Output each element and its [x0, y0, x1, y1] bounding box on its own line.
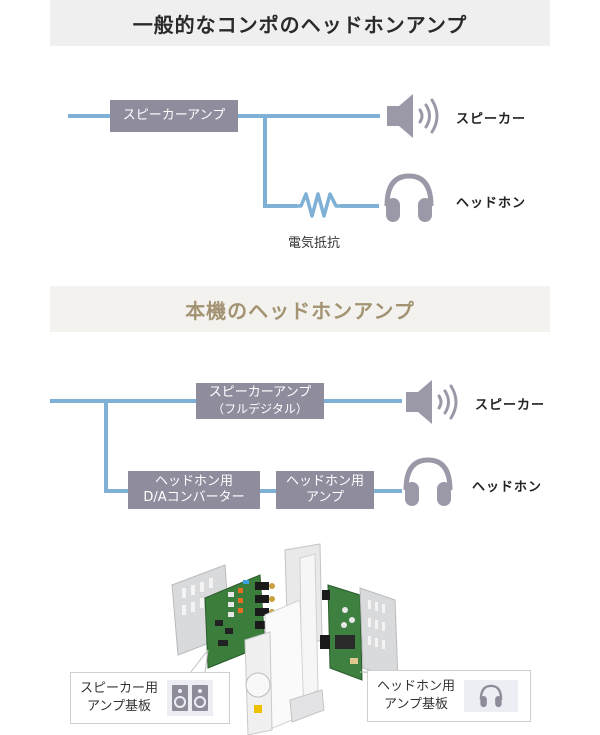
dac-box: ヘッドホン用 D/Aコンバーター [128, 471, 260, 509]
speaker-amp-label: スピーカーアンプ [122, 108, 226, 123]
headphone-board-icon-bg [464, 680, 518, 712]
branch-line-vertical [263, 114, 267, 208]
right-shield-plate [359, 587, 399, 681]
callout-right-line1: ヘッドホン用 [376, 679, 455, 694]
headphone-icon [479, 684, 503, 708]
headphone-board-callout-text: ヘッドホン用 アンプ基板 [368, 678, 464, 714]
bookshelf-speakers-icon [172, 685, 208, 711]
speaker-amp-sublabel: （フルデジタル） [212, 402, 308, 416]
headphone-board-callout: ヘッドホン用 アンプ基板 [367, 670, 531, 722]
section2-title: 本機のヘッドホンアンプ [50, 286, 550, 332]
headphone-label: ヘッドホン [456, 196, 527, 211]
speaker-label: スピーカー [456, 112, 527, 127]
section1-title: 一般的なコンポのヘッドホンアンプ [50, 0, 550, 46]
speaker-board-callout-text: スピーカー用 アンプ基板 [71, 680, 167, 716]
resistor-icon [295, 192, 343, 218]
speaker-board-icon-bg [167, 680, 213, 716]
dac-label-line1: ヘッドホン用 [154, 474, 233, 489]
headphone-amp-board [320, 584, 363, 681]
dac-label-line2: D/Aコンバーター [143, 490, 245, 505]
resistor-label: 電気抵抗 [288, 236, 341, 251]
callout-right-line2: アンプ基板 [383, 697, 449, 712]
branch-line-horizontal [263, 204, 297, 208]
callout-left-line1: スピーカー用 [79, 681, 158, 696]
hp-amp-label-line2: アンプ [305, 490, 345, 505]
speaker-amp-label: スピーカーアンプ [208, 385, 312, 400]
headphone-icon [403, 457, 453, 506]
headphone-amp-box: ヘッドホン用 アンプ [276, 471, 374, 509]
hp-amp-label-line1: ヘッドホン用 [285, 474, 364, 489]
branch-line-vertical [104, 399, 108, 493]
speaker-icon [406, 380, 458, 424]
digital-speaker-amp-box: スピーカーアンプ （フルデジタル） [196, 383, 324, 419]
speaker-label: スピーカー [475, 398, 546, 413]
headphone-icon [384, 173, 434, 222]
callout-left-line2: アンプ基板 [86, 699, 152, 714]
main-chassis [244, 543, 325, 735]
speaker-icon [387, 94, 439, 138]
resistor-out-line [341, 204, 379, 208]
headphone-label: ヘッドホン [472, 480, 543, 495]
speaker-amp-box: スピーカーアンプ [110, 100, 238, 132]
product-exploded-photo [171, 543, 433, 735]
speaker-board-callout: スピーカー用 アンプ基板 [70, 672, 230, 724]
